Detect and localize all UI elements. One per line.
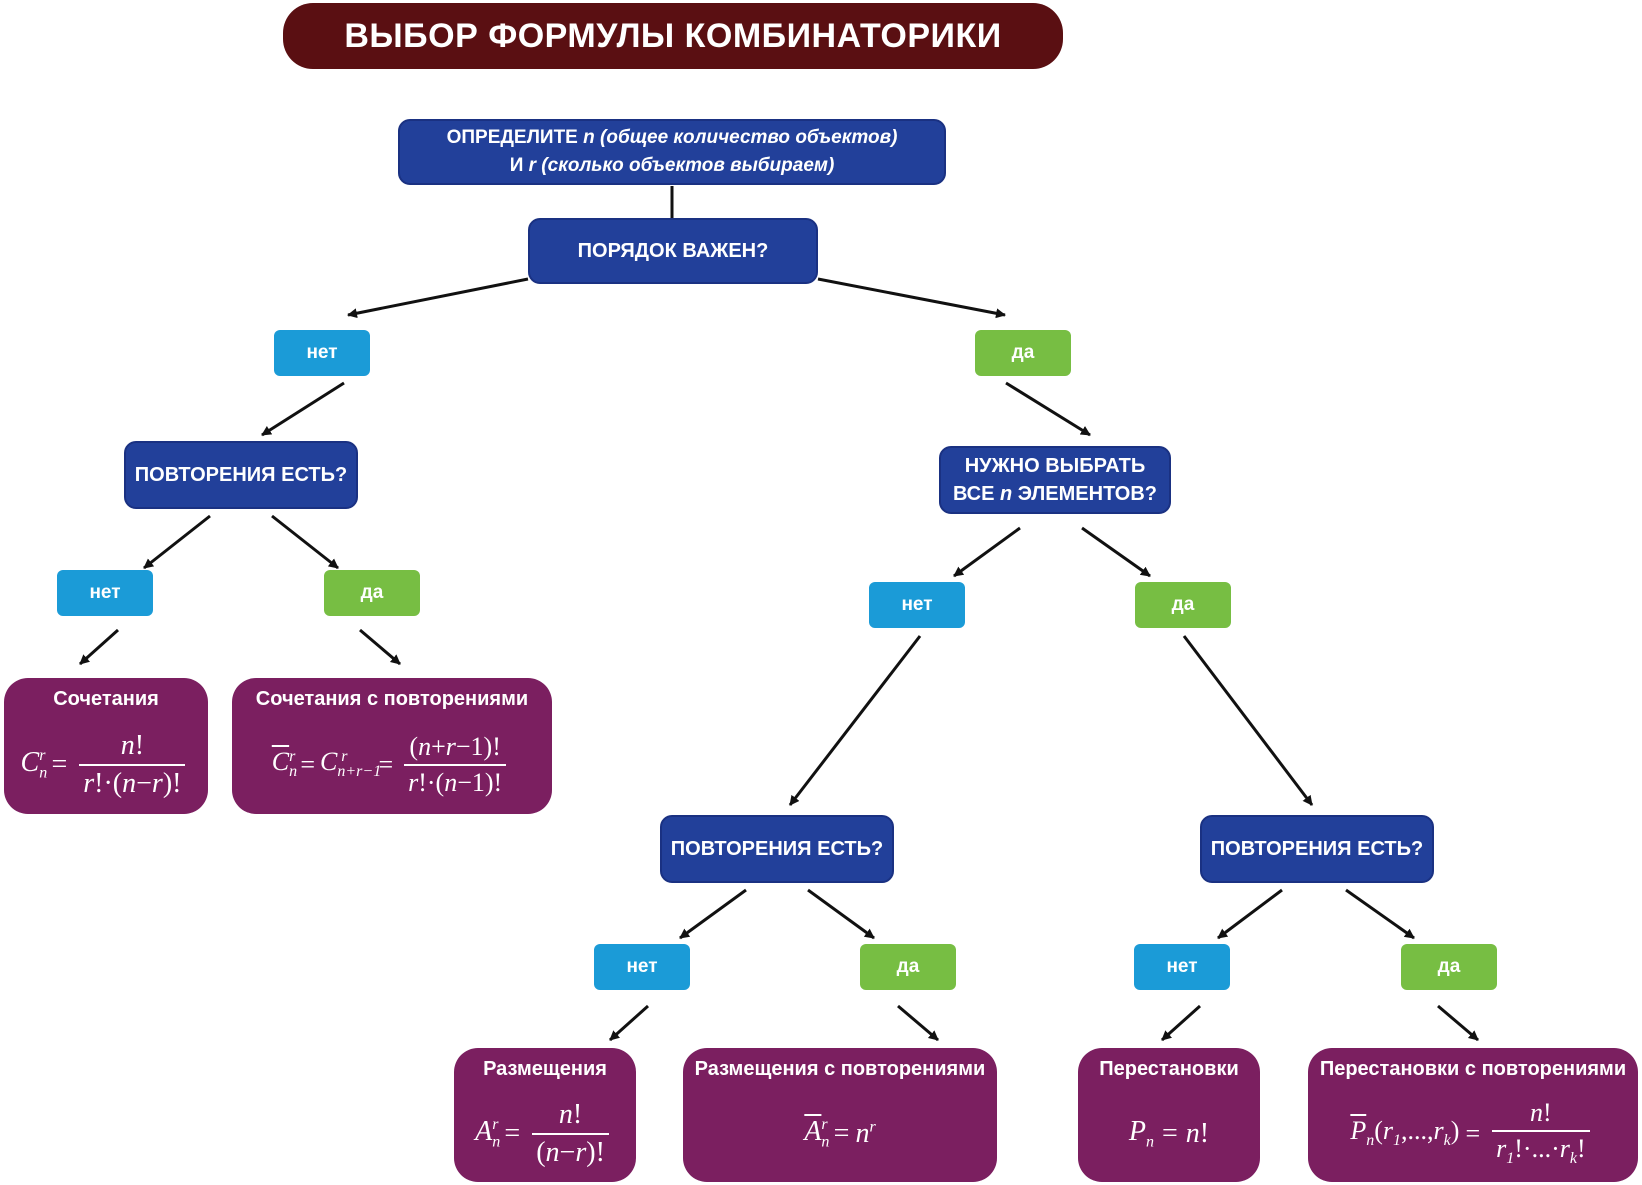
start-line-1-a: ОПРЕДЕЛИТЕ [446,127,584,148]
start-box: ОПРЕДЕЛИТЕ n (общее количество объектов)… [398,119,946,185]
arrow-yes-to-selectall [1005,381,1091,437]
result-arrangements-rep: Размещения с повторениями Anr = nr [683,1048,997,1182]
select-all-question-box: НУЖНО ВЫБРАТЬ ВСЕ n ЭЛЕМЕНТОВ? [939,446,1171,514]
yes-label-repeat-right: да [1401,944,1497,990]
arrow-yes-to-combinations-rep [359,628,401,666]
start-line-1-b: (общее количество объектов) [594,127,898,148]
order-question-box: ПОРЯДОК ВАЖЕН? [528,218,818,284]
repeat-question-mid: ПОВТОРЕНИЯ ЕСТЬ? [660,815,894,883]
select-all-line-1: НУЖНО ВЫБРАТЬ [964,455,1146,477]
result-arrangements-rep-title: Размещения с повторениями [694,1058,986,1080]
no-text: нет [901,594,933,615]
no-label-order: нет [274,330,370,376]
result-permutations-rep-title: Перестановки с повторениями [1319,1058,1627,1080]
diagram-title-text: ВЫБОР ФОРМУЛЫ КОМБИНАТОРИКИ [344,16,1002,55]
formula-arrangements: Anr = n!(n−r)! [475,1085,615,1182]
yes-text: да [360,582,384,603]
arrow-no-to-repeat-mid [788,635,922,806]
result-combinations-title: Сочетания [53,688,159,710]
arrow-no-to-permutations [1160,1004,1202,1042]
formula-combinations: Cnr = n!r!·(n−r)! [21,715,192,814]
start-var-r: r [528,155,537,176]
arrow-no-to-repeat-left [261,381,345,437]
yes-label-select-all: да [1135,582,1231,628]
result-combinations: Сочетания Cnr = n!r!·(n−r)! [4,678,208,814]
repeat-question-mid-text: ПОВТОРЕНИЯ ЕСТЬ? [670,837,884,860]
no-text: нет [89,582,121,603]
formula-permutations: Pn = n! [1128,1115,1210,1151]
arrow-yes-to-repeat-right [1182,635,1314,806]
result-combinations-rep-title: Сочетания с повторениями [255,688,529,710]
diagram-title: ВЫБОР ФОРМУЛЫ КОМБИНАТОРИКИ [283,3,1063,69]
result-arrangements: Размещения Anr = n!(n−r)! [454,1048,636,1182]
start-line-2-b: (сколько объектов выбираем) [536,155,835,176]
no-label-repeat-right: нет [1134,944,1230,990]
arrow-repeat-mid-to-yes [807,888,875,940]
no-label-repeat-mid: нет [594,944,690,990]
arrow-repeat-right-to-no [1217,888,1283,940]
yes-label-order: да [975,330,1071,376]
arrow-repeat-left-to-yes [271,514,339,570]
arrow-repeat-mid-to-no [679,888,747,940]
repeat-question-right: ПОВТОРЕНИЯ ЕСТЬ? [1200,815,1434,883]
select-all-line-2-a: ВСЕ [952,483,1001,505]
start-line-2-a: И [509,155,529,176]
yes-text: да [1437,956,1461,977]
arrow-repeat-right-to-yes [1345,888,1415,940]
repeat-question-right-text: ПОВТОРЕНИЯ ЕСТЬ? [1210,837,1424,860]
formula-permutations-rep: Pn(r1,...,rk) = n!r1!·...·rk! [1350,1085,1595,1182]
yes-label-repeat-mid: да [860,944,956,990]
yes-text: да [1011,342,1035,363]
arrow-no-to-combinations [78,628,120,666]
no-text: нет [306,342,338,363]
select-all-var-n: n [1000,483,1013,505]
arrow-yes-to-permutations-rep [1437,1004,1479,1042]
select-all-line-2-b: ЭЛЕМЕНТОВ? [1012,483,1158,505]
formula-arrangements-rep: Anr = nr [804,1115,876,1151]
order-question-text: ПОРЯДОК ВАЖЕН? [577,239,769,262]
start-var-n: n [583,127,595,148]
repeat-question-left: ПОВТОРЕНИЯ ЕСТЬ? [124,441,358,509]
start-line-2: И r (сколько объектов выбираем) [510,152,835,180]
arrow-selectall-to-no [953,526,1021,578]
result-permutations: Перестановки Pn = n! [1078,1048,1260,1182]
arrow-yes-to-arrangements-rep [897,1004,939,1042]
repeat-question-left-text: ПОВТОРЕНИЯ ЕСТЬ? [134,463,348,486]
result-permutations-title: Перестановки [1099,1058,1239,1080]
no-label-select-all: нет [869,582,965,628]
no-label-repeat-left: нет [57,570,153,616]
arrow-order-to-yes [817,277,1006,319]
no-text: нет [1166,956,1198,977]
no-text: нет [626,956,658,977]
yes-text: да [1171,594,1195,615]
arrow-order-to-no [347,277,529,319]
formula-combinations-rep: Cnr = Cn+r−1r = (n+r−1)!r!·(n−1)! [272,715,512,814]
result-arrangements-title: Размещения [483,1058,607,1080]
arrow-selectall-to-yes [1081,526,1151,578]
arrow-repeat-left-to-no [143,514,211,570]
result-permutations-rep: Перестановки с повторениями Pn(r1,...,rk… [1308,1048,1638,1182]
start-line-1: ОПРЕДЕЛИТЕ n (общее количество объектов) [447,124,898,152]
yes-text: да [896,956,920,977]
arrow-no-to-arrangements [608,1004,650,1042]
result-combinations-rep: Сочетания с повторениями Cnr = Cn+r−1r =… [232,678,552,814]
select-all-line-2: ВСЕ n ЭЛЕМЕНТОВ? [953,480,1157,508]
yes-label-repeat-left: да [324,570,420,616]
